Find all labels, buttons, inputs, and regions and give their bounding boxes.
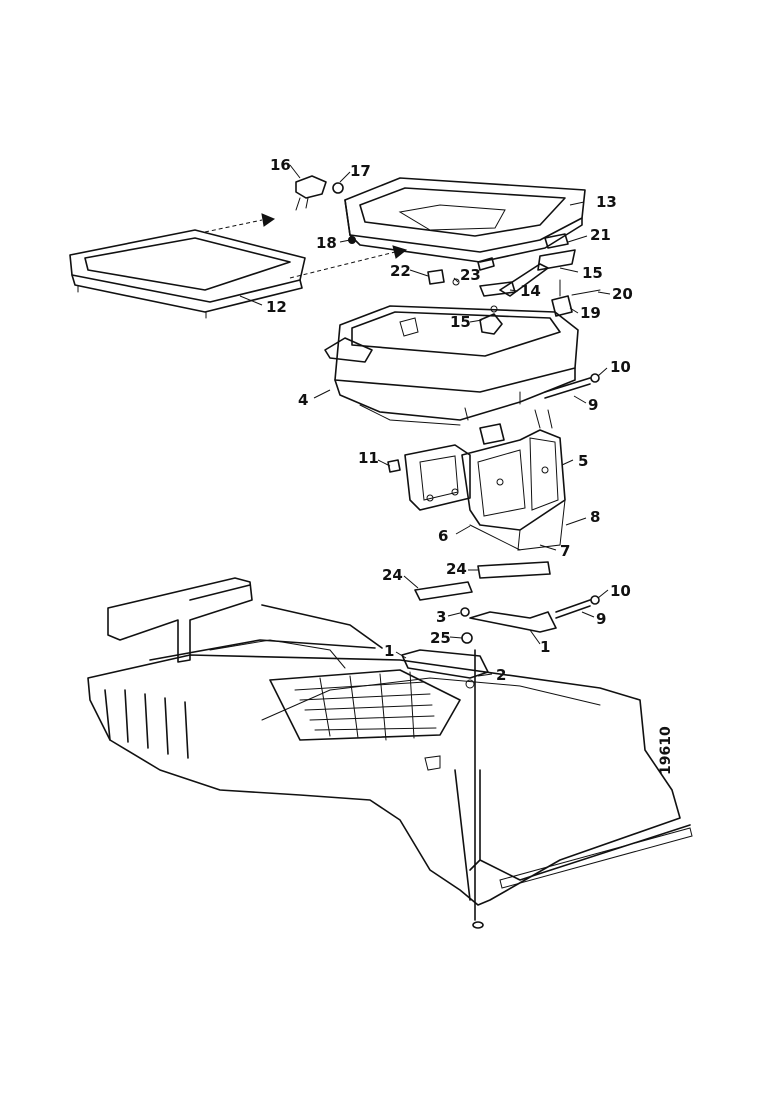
callout-12: 12 — [266, 298, 287, 316]
callout-labels: 16 17 13 18 21 12 22 23 14 15 20 19 15 1… — [266, 156, 633, 684]
callout-23: 23 — [460, 266, 481, 284]
callout-7: 7 — [560, 542, 570, 560]
mounting-bracket-left — [387, 444, 471, 511]
callout-14: 14 — [520, 282, 541, 300]
callout-10-lower: 10 — [610, 582, 631, 600]
callout-9-upper: 9 — [588, 396, 598, 414]
callout-22: 22 — [390, 262, 411, 280]
callout-6: 6 — [438, 527, 448, 545]
callout-4: 4 — [298, 391, 308, 409]
callout-24-right: 24 — [446, 560, 467, 578]
adjuster-knob-part — [295, 175, 356, 244]
callout-15-upper: 15 — [582, 264, 603, 282]
callout-15-lower: 15 — [450, 313, 471, 331]
assembly-arrows — [204, 213, 408, 279]
leader-lines — [239, 164, 611, 677]
hinge-parts — [427, 233, 601, 335]
callout-13: 13 — [596, 193, 617, 211]
mounting-bracket-right — [461, 423, 566, 551]
callout-3: 3 — [436, 608, 446, 626]
callout-18: 18 — [316, 234, 337, 252]
seat-cushion-part — [69, 229, 306, 319]
callout-17: 17 — [350, 162, 371, 180]
callout-24-left: 24 — [382, 566, 403, 584]
callout-8: 8 — [590, 508, 600, 526]
callout-25: 25 — [430, 629, 451, 647]
callout-21: 21 — [590, 226, 611, 244]
callout-1-left: 1 — [384, 642, 394, 660]
spring-part — [534, 409, 553, 429]
drawing-number: 19610 — [658, 726, 674, 775]
callout-9-lower: 9 — [596, 610, 606, 628]
callout-19: 19 — [580, 304, 601, 322]
callout-16: 16 — [270, 156, 291, 174]
lower-linkage-parts — [401, 561, 600, 689]
tractor-body-part — [87, 577, 693, 929]
callout-2: 2 — [496, 666, 506, 684]
callout-10-upper: 10 — [610, 358, 631, 376]
callout-1-right: 1 — [540, 638, 550, 656]
seat-base-frame-part — [324, 305, 579, 426]
callout-11: 11 — [358, 449, 379, 467]
callout-5: 5 — [578, 452, 588, 470]
seat-pan-part — [344, 177, 586, 263]
pivot-pin-upper — [544, 373, 600, 399]
callout-20: 20 — [612, 285, 633, 303]
